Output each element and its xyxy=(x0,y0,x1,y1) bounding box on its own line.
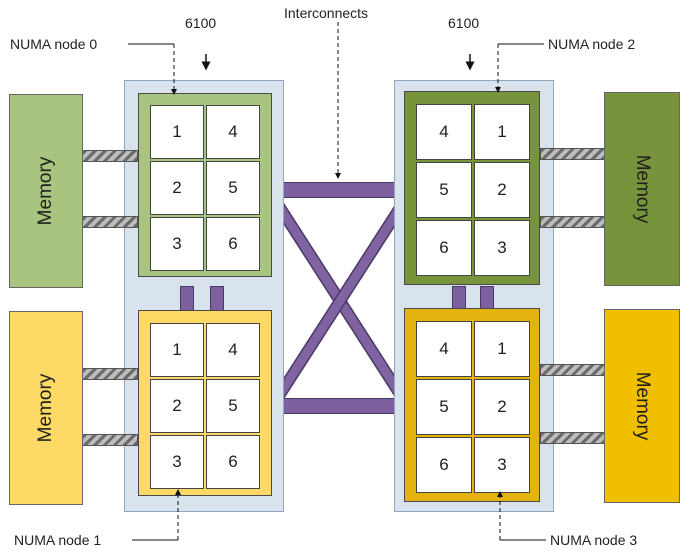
cross-line-b-fill xyxy=(271,197,409,405)
core: 1 xyxy=(474,104,530,160)
core: 5 xyxy=(206,161,260,215)
core: 4 xyxy=(416,321,472,377)
memory-block-node0: Memory xyxy=(9,94,83,288)
core: 3 xyxy=(150,217,204,271)
numa-node-3: 4 1 5 2 6 3 xyxy=(404,308,540,502)
core: 6 xyxy=(206,217,260,271)
core: 4 xyxy=(206,105,260,159)
numa-node-0-label: NUMA node 0 xyxy=(10,36,98,52)
numa-node-1-label: NUMA node 1 xyxy=(14,532,102,548)
core: 1 xyxy=(474,321,530,377)
memory-block-node2: Memory xyxy=(604,92,680,286)
core: 4 xyxy=(206,323,260,377)
core: 1 xyxy=(150,323,204,377)
core: 2 xyxy=(474,162,530,218)
numa-node-3-label: NUMA node 3 xyxy=(550,532,638,548)
core: 3 xyxy=(474,437,530,493)
memory-block-node1: Memory xyxy=(9,311,83,505)
core: 1 xyxy=(150,105,204,159)
numa-node-2-label: NUMA node 2 xyxy=(548,36,636,52)
core: 2 xyxy=(474,379,530,435)
core: 6 xyxy=(416,437,472,493)
core: 2 xyxy=(150,379,204,433)
core: 4 xyxy=(416,104,472,160)
numa-node-0: 1 4 2 5 3 6 xyxy=(138,93,272,277)
core: 6 xyxy=(206,435,260,489)
memory-block-node3: Memory xyxy=(604,309,680,503)
core: 6 xyxy=(416,220,472,276)
numa-node-2: 4 1 5 2 6 3 xyxy=(404,91,540,285)
core: 5 xyxy=(416,379,472,435)
core: 2 xyxy=(150,161,204,215)
socket-left-label: 6100 xyxy=(185,15,217,31)
core: 5 xyxy=(416,162,472,218)
core: 3 xyxy=(474,220,530,276)
numa-node-1: 1 4 2 5 3 6 xyxy=(138,310,272,496)
core: 5 xyxy=(206,379,260,433)
socket-right-label: 6100 xyxy=(448,15,480,31)
interconnects-label: Interconnects xyxy=(284,5,369,21)
core: 3 xyxy=(150,435,204,489)
